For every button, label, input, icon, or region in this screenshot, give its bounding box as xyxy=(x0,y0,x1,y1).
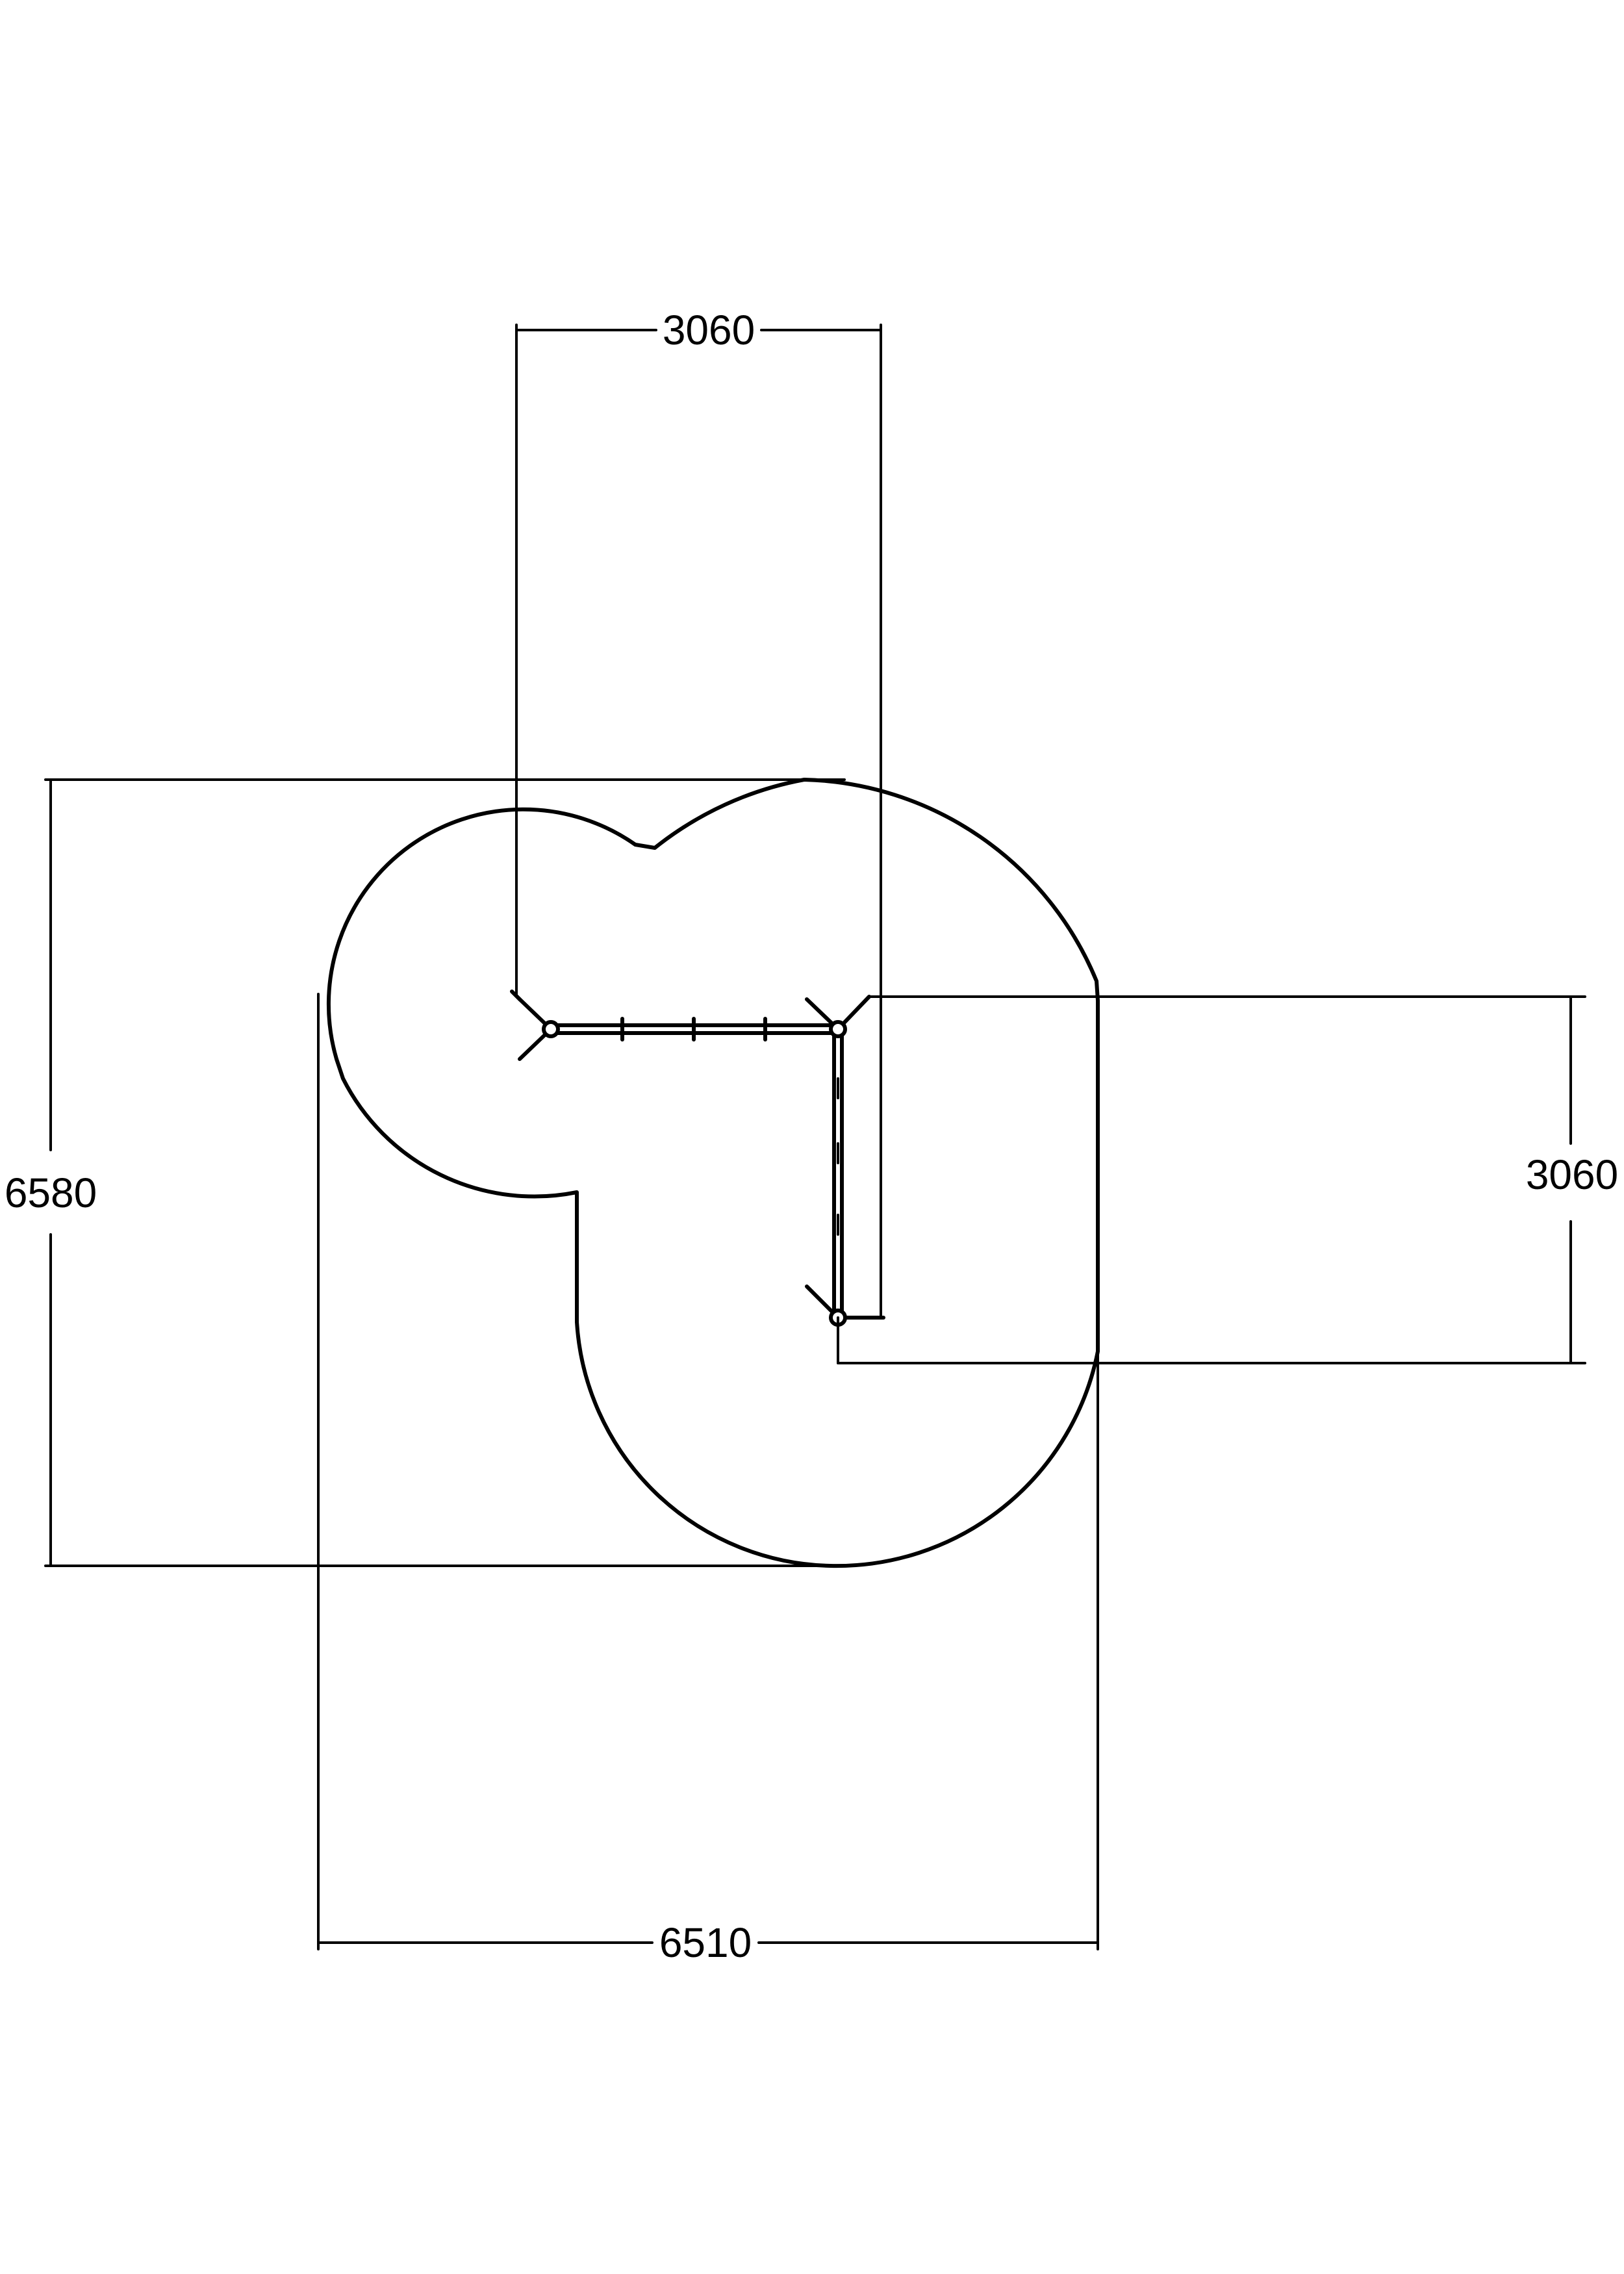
dimension-left-label: 6580 xyxy=(5,1169,97,1216)
dimension-right: 3060 xyxy=(1526,995,1618,1364)
safety-area-outline xyxy=(326,778,1100,1568)
post-corner xyxy=(805,995,871,1038)
dimension-right-label: 3060 xyxy=(1526,1151,1618,1198)
extension-lines xyxy=(44,324,1586,1950)
equipment-frame xyxy=(510,990,885,1327)
dimension-top-label: 3060 xyxy=(663,307,755,353)
dimension-bottom: 6510 xyxy=(317,1919,1099,1966)
dimension-bottom-label: 6510 xyxy=(659,1919,752,1966)
post-left xyxy=(510,990,560,1061)
post-bottom xyxy=(805,1284,885,1327)
dimension-top: 3060 xyxy=(515,307,882,353)
dimension-left: 6580 xyxy=(5,778,97,1567)
